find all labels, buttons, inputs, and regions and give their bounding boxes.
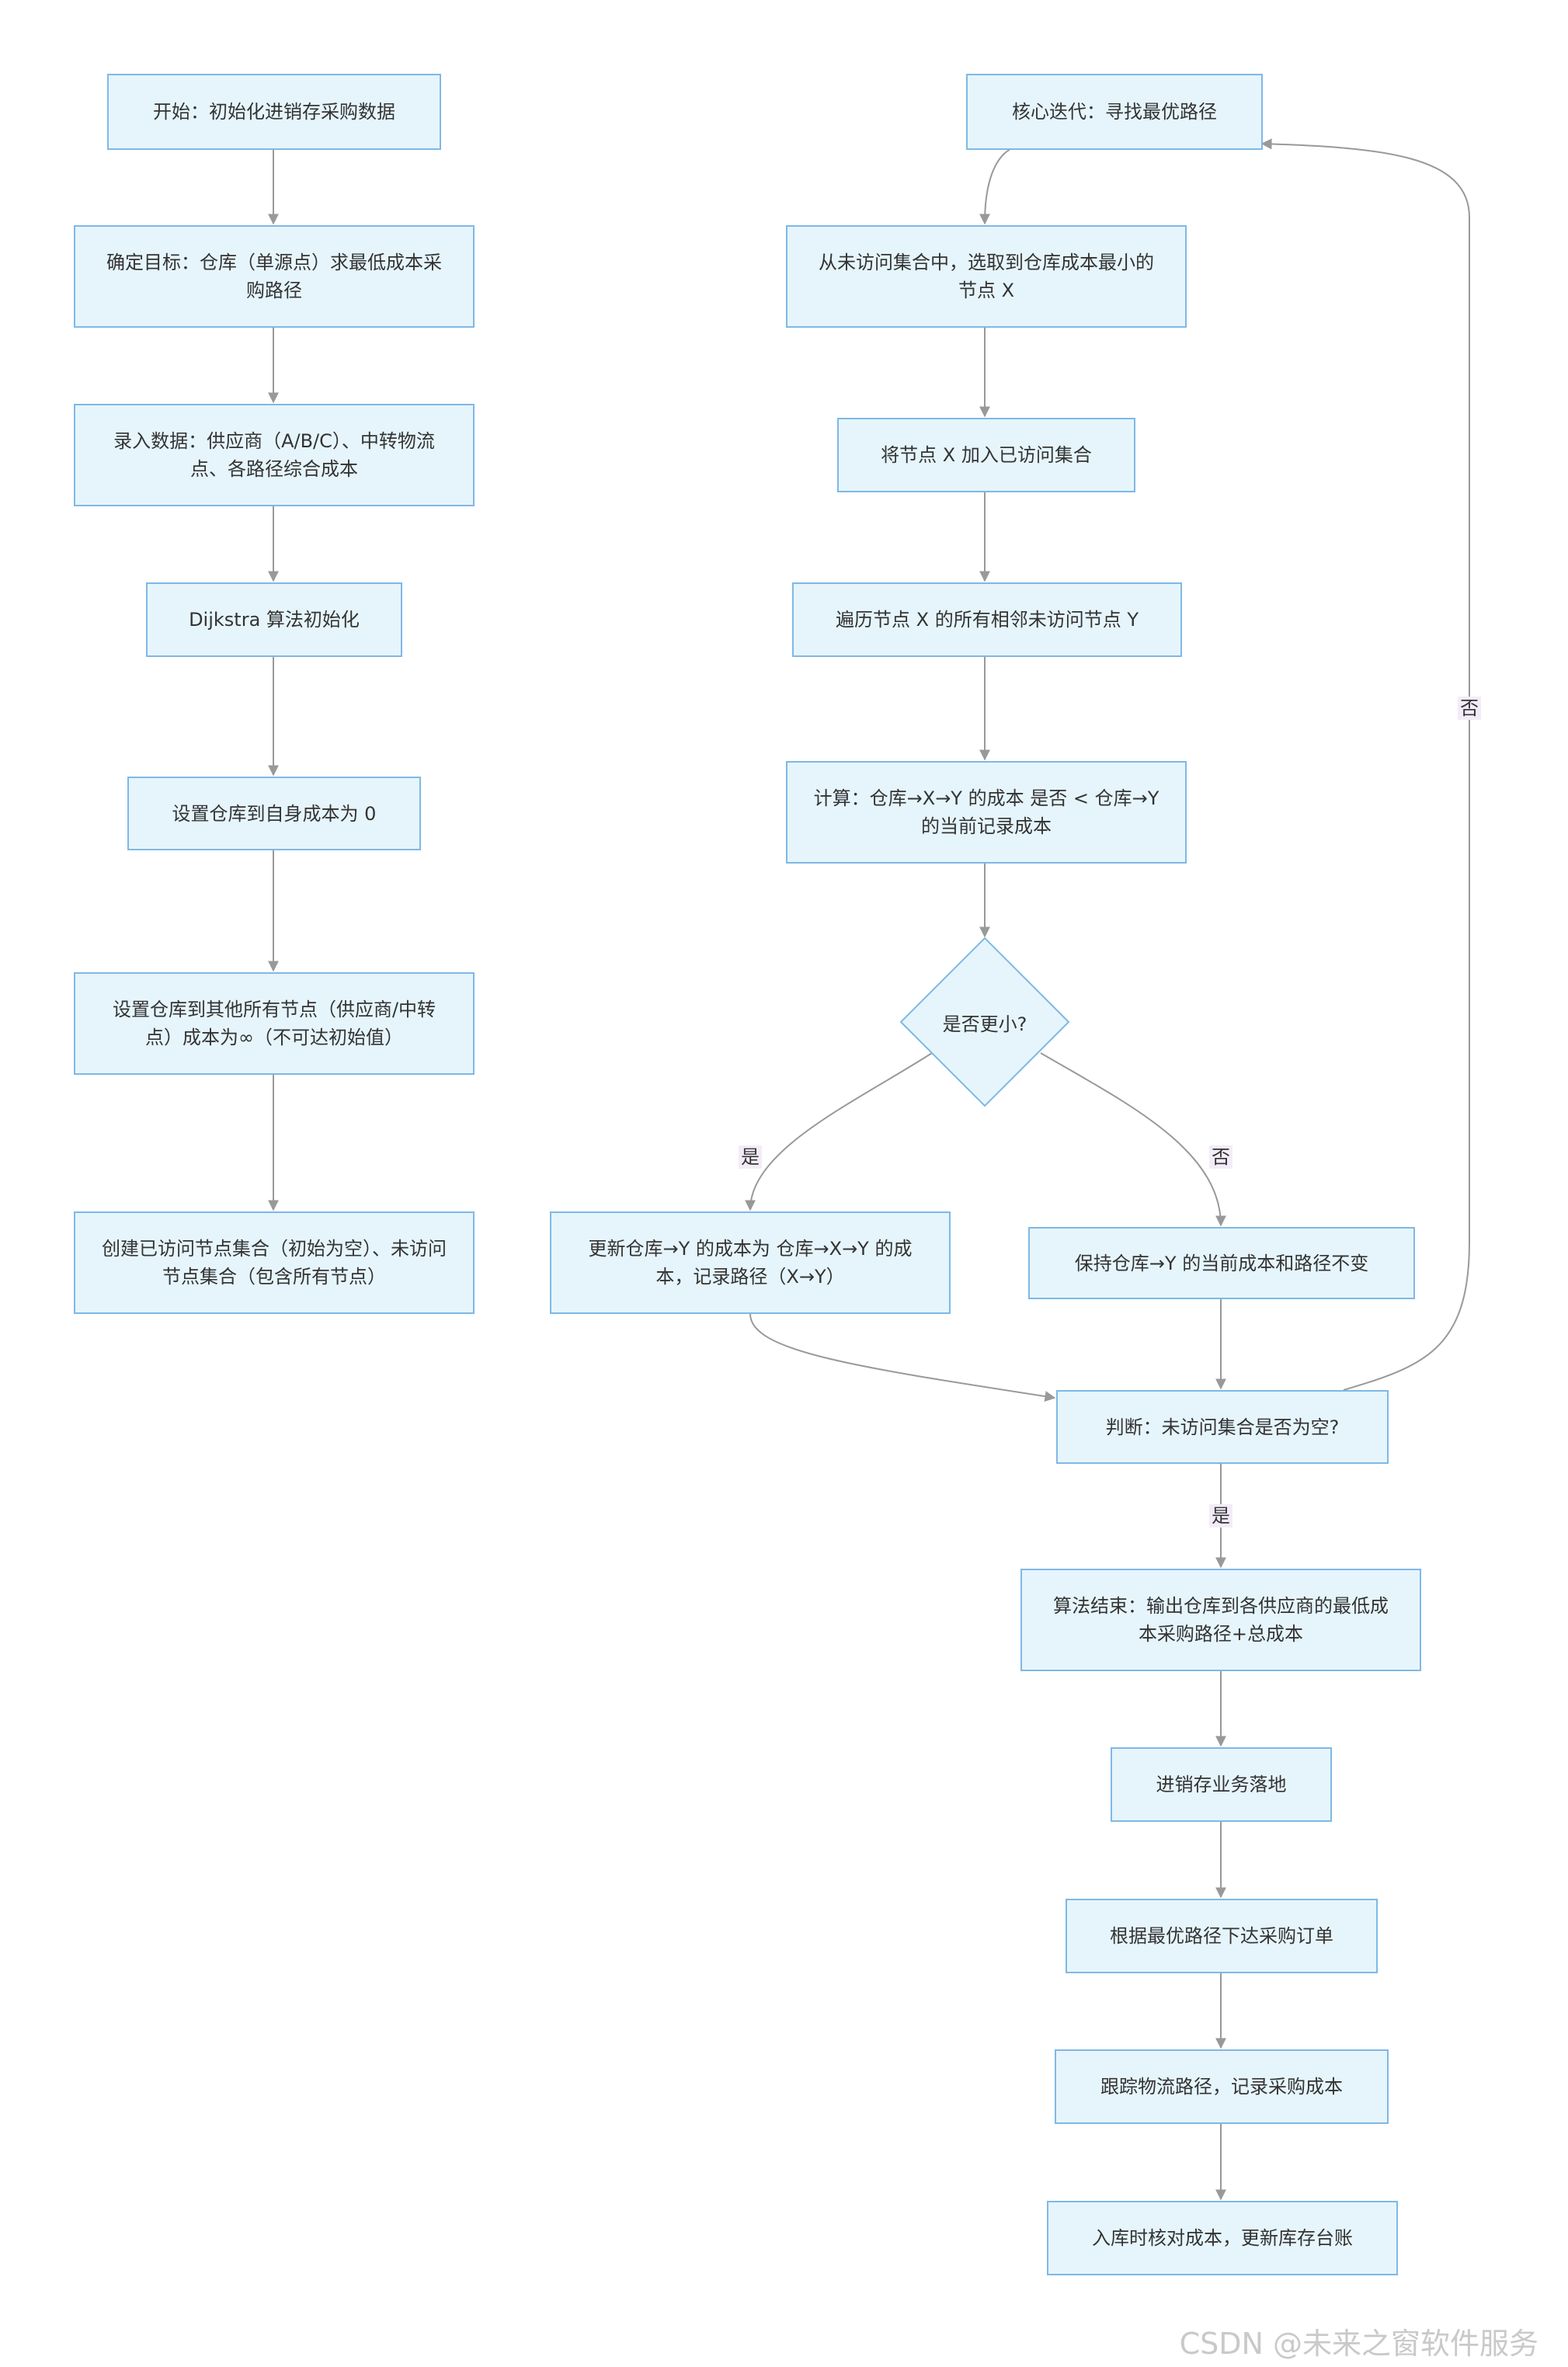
node-order: 根据最优路径下达采购订单 <box>1066 1899 1378 1973</box>
decision-diamond <box>899 937 1070 1107</box>
node-compute: 计算：仓库→X→Y 的成本 是否 < 仓库→Y 的当前记录成本 <box>786 761 1187 864</box>
node-self-cost: 设置仓库到自身成本为 0 <box>127 777 421 850</box>
watermark: CSDN @未来之窗软件服务 <box>1179 2327 1538 2361</box>
edge-check-core <box>1260 138 1470 1391</box>
node-init: Dijkstra 算法初始化 <box>146 582 402 657</box>
node-sets: 创建已访问节点集合（初始为空）、未访问节点集合（包含所有节点） <box>74 1211 475 1314</box>
edge-label-no-loop: 否 <box>1458 697 1481 720</box>
edge-label-yes-update: 是 <box>739 1145 762 1169</box>
node-add-visited: 将节点 X 加入已访问集合 <box>837 418 1135 492</box>
decision-label: 是否更小? <box>942 1013 1027 1035</box>
edge-label-yes-end: 是 <box>1209 1504 1232 1528</box>
node-keep: 保持仓库→Y 的当前成本和路径不变 <box>1028 1227 1415 1299</box>
node-goal: 确定目标：仓库（单源点）求最低成本采购路径 <box>74 225 475 328</box>
edge-label-no-keep: 否 <box>1209 1145 1232 1169</box>
node-check-empty: 判断：未访问集合是否为空? <box>1056 1390 1389 1464</box>
node-core: 核心迭代：寻找最优路径 <box>966 74 1263 150</box>
node-other-cost: 设置仓库到其他所有节点（供应商/中转点）成本为∞（不可达初始值） <box>74 972 475 1075</box>
node-update: 更新仓库→Y 的成本为 仓库→X→Y 的成本，记录路径（X→Y） <box>550 1211 951 1314</box>
edge-decision-update <box>745 1052 933 1211</box>
node-track: 跟踪物流路径，记录采购成本 <box>1055 2049 1389 2124</box>
edge-decision-keep <box>1040 1052 1226 1227</box>
node-decision: 是否更小? <box>901 938 1069 1106</box>
edge-core-select <box>979 149 1010 225</box>
node-start: 开始：初始化进销存采购数据 <box>107 74 441 150</box>
node-select: 从未访问集合中，选取到仓库成本最小的节点 X <box>786 225 1187 328</box>
edge-update-check <box>749 1313 1056 1402</box>
node-end: 算法结束：输出仓库到各供应商的最低成本采购路径+总成本 <box>1020 1569 1421 1671</box>
node-stock: 入库时核对成本，更新库存台账 <box>1047 2201 1398 2275</box>
node-business: 进销存业务落地 <box>1111 1747 1332 1822</box>
node-traverse: 遍历节点 X 的所有相邻未访问节点 Y <box>792 582 1182 657</box>
node-input: 录入数据：供应商（A/B/C）、中转物流点、各路径综合成本 <box>74 404 475 506</box>
